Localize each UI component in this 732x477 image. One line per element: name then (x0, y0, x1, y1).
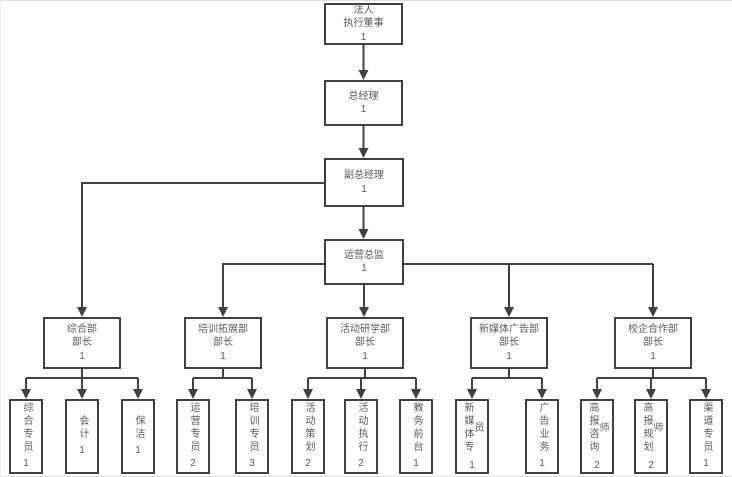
node-count: 1 (703, 458, 709, 470)
node-label: 培训专员 (247, 402, 258, 455)
node-count: 2 (305, 458, 311, 470)
node-label: 活动执行 (356, 402, 367, 455)
node-count: 2 (358, 458, 364, 470)
node-label: 高报规划师 (641, 402, 662, 455)
node-count: 1 (79, 350, 85, 362)
org-node-staff-event-planning[interactable]: 活动策划 2 (291, 399, 325, 474)
node-count: 1 (506, 350, 512, 362)
org-node-legal-rep-executive-director[interactable]: 法人 执行董事 1 (324, 3, 403, 45)
node-label: 执行董事 (343, 18, 384, 30)
org-node-staff-operations-specialist[interactable]: 运营专员 2 (176, 399, 210, 474)
node-label: 渠道专员 (701, 402, 712, 455)
node-label: 保洁 (133, 415, 144, 442)
node-label: 校企合作部 (628, 324, 678, 336)
node-label: 综合专员 (21, 402, 32, 455)
node-count: 1 (220, 350, 226, 362)
org-node-dept-general[interactable]: 综合部 部长 1 (43, 317, 121, 369)
node-label: 教务前台 (411, 402, 422, 455)
node-label: 部长 (499, 337, 519, 349)
org-node-staff-ad-sales[interactable]: 广告业务 1 (525, 399, 559, 474)
node-label: 部长 (213, 337, 233, 349)
node-count: 2 (648, 459, 654, 471)
node-label: 副总经理 (344, 170, 384, 182)
node-count: 2 (594, 459, 600, 471)
node-label: 新媒体广告部 (479, 324, 539, 336)
org-node-staff-new-media-specialist[interactable]: 新媒体专员 1 (455, 399, 489, 474)
node-count: 1 (413, 458, 419, 470)
node-label: 运营总监 (344, 249, 384, 261)
node-count: 1 (361, 183, 367, 195)
node-count: 1 (23, 458, 29, 470)
node-label: 总经理 (348, 90, 379, 102)
node-count: 1 (469, 459, 475, 471)
node-count: 1 (135, 445, 141, 457)
node-label: 法人 (353, 5, 374, 17)
node-count: 1 (362, 350, 368, 362)
node-label: 部长 (72, 337, 92, 349)
node-label: 活动研学部 (340, 324, 390, 336)
org-node-staff-training-specialist[interactable]: 培训专员 3 (235, 399, 269, 474)
org-node-deputy-general-manager[interactable]: 副总经理 1 (324, 158, 404, 207)
node-label: 活动策划 (303, 402, 314, 455)
org-node-staff-general-specialist[interactable]: 综合专员 1 (9, 399, 43, 474)
org-node-staff-gaokao-consultant[interactable]: 高报咨询师 2 (580, 399, 614, 474)
node-label: 综合部 (67, 324, 97, 336)
node-label: 新媒体专员 (462, 402, 483, 455)
org-node-dept-activity-study[interactable]: 活动研学部 部长 1 (326, 317, 404, 369)
node-label: 会计 (77, 415, 88, 442)
node-count: 3 (249, 458, 255, 470)
node-count: 1 (539, 458, 545, 470)
org-node-dept-training-expansion[interactable]: 培训拓展部 部长 1 (184, 317, 262, 369)
org-node-staff-cleaner[interactable]: 保洁 1 (121, 399, 155, 474)
node-label: 培训拓展部 (198, 324, 248, 336)
org-node-operations-director[interactable]: 运营总监 1 (324, 239, 404, 285)
org-node-staff-academic-front-desk[interactable]: 教务前台 1 (399, 399, 433, 474)
node-count: 1 (79, 445, 85, 457)
node-label: 运营专员 (188, 402, 199, 455)
node-count: 1 (360, 31, 367, 43)
org-node-dept-school-enterprise-coop[interactable]: 校企合作部 部长 1 (614, 317, 692, 369)
node-count: 2 (190, 458, 196, 470)
org-node-staff-accountant[interactable]: 会计 1 (65, 399, 99, 474)
node-label: 部长 (643, 337, 663, 349)
node-count: 1 (650, 350, 656, 362)
org-node-staff-gaokao-planner[interactable]: 高报规划师 2 (634, 399, 668, 474)
org-node-staff-event-execution[interactable]: 活动执行 2 (344, 399, 378, 474)
node-count: 1 (361, 263, 367, 274)
node-label: 广告业务 (537, 402, 548, 455)
node-count: 1 (360, 104, 367, 115)
org-node-dept-new-media-ads[interactable]: 新媒体广告部 部长 1 (470, 317, 548, 369)
org-node-general-manager[interactable]: 总经理 1 (324, 80, 403, 126)
org-node-staff-channel-specialist[interactable]: 渠道专员 1 (689, 399, 723, 474)
node-label: 高报咨询师 (587, 402, 608, 455)
node-label: 部长 (355, 337, 375, 349)
